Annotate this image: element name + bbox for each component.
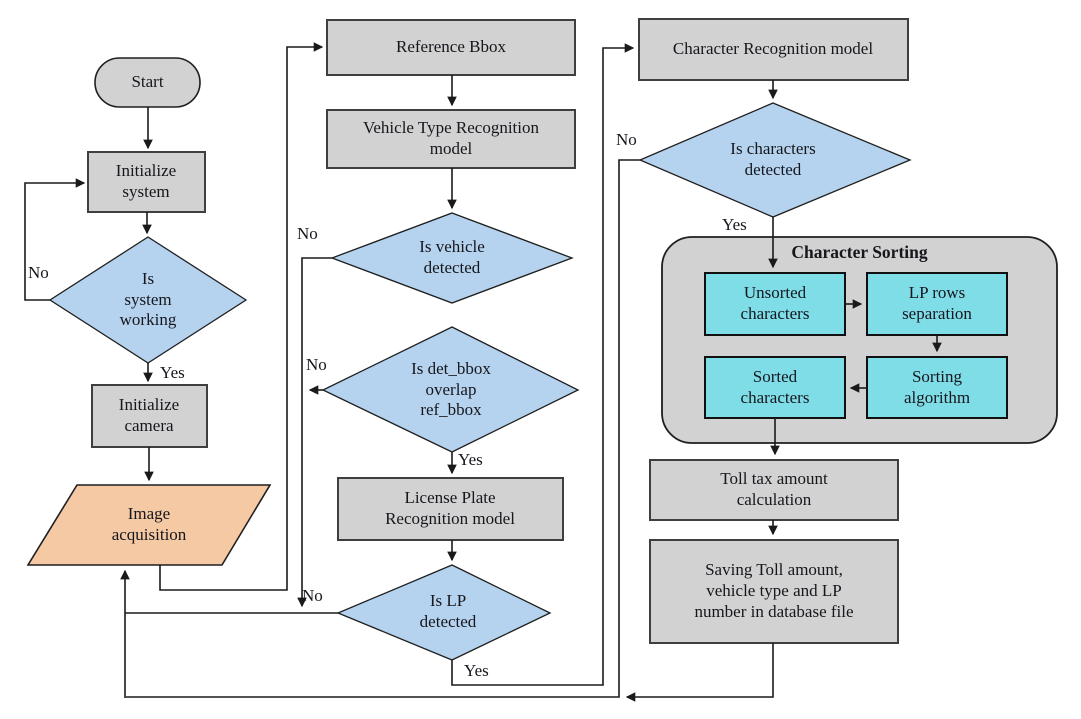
node-is-characters-detected: Is characters detected [730, 139, 816, 179]
node-image-acquisition: Image acquisition [111, 504, 187, 544]
node-reference-bbox: Reference Bbox [396, 37, 506, 57]
edge-label-no-system: No [28, 263, 49, 282]
node-license-plate-model: License Plate Recognition model [385, 488, 515, 528]
sorted-characters-shape [704, 356, 846, 419]
node-start: Start [131, 72, 164, 92]
edge-label-no-lp: No [302, 586, 323, 605]
node-saving-database: Saving Toll amount, vehicle type and LP … [694, 560, 854, 621]
node-lp-rows-separation: LP rows separation [902, 283, 972, 323]
license-plate-model-shape [337, 477, 564, 541]
edge-label-yes-system: Yes [160, 363, 185, 382]
initialize-system-shape [87, 151, 206, 213]
vehicle-type-model-shape [326, 109, 576, 169]
edge-label-no-vehicle: No [297, 224, 318, 243]
initialize-camera-shape [91, 384, 208, 448]
edge-saving-to-return [625, 643, 774, 702]
image-acquisition-shape [26, 484, 272, 566]
node-unsorted-characters: Unsorted characters [740, 283, 810, 323]
node-sorting-algorithm: Sorting algorithm [903, 366, 971, 407]
edge-is-system-working-no-loop [24, 178, 86, 301]
node-is-vehicle-detected: Is vehicle detected [419, 237, 485, 277]
node-is-lp-detected: Is LP detected [419, 591, 477, 631]
edge-label-yes-lp: Yes [464, 661, 489, 680]
sorting-algorithm-shape [866, 356, 1008, 419]
node-character-sorting-title: Character Sorting [791, 242, 928, 263]
node-vehicle-type-model: Vehicle Type Recognition model [362, 118, 539, 158]
node-initialize-camera: Initialize camera [118, 395, 180, 435]
reference-bbox-shape [326, 19, 576, 76]
toll-tax-calculation-shape [649, 459, 899, 521]
node-char-recognition-model: Character Recognition model [672, 39, 874, 59]
lp-rows-separation-shape [866, 272, 1008, 336]
edge-is-lp-detected-yes-loop [451, 43, 635, 686]
edge-image-acquisition-to-reference-bbox [159, 42, 324, 591]
node-sorted-characters: Sorted characters [740, 366, 810, 407]
node-initialize-system: Initialize system [115, 161, 177, 201]
is-vehicle-detected-shape [330, 212, 574, 304]
edge-label-yes-detbbox: Yes [458, 450, 483, 469]
node-is-system-working: Is system working [119, 268, 177, 330]
node-toll-tax-calculation: Toll tax amount calculation [720, 469, 828, 509]
saving-database-shape [649, 539, 899, 644]
edge-label-yes-characters: Yes [722, 215, 747, 234]
edge-label-no-detbbox: No [306, 355, 327, 374]
edge-label-no-characters: No [616, 130, 637, 149]
edge-is-characters-no-loop [126, 159, 640, 698]
edge-is-vehicle-detected-no [297, 257, 332, 608]
node-is-det-bbox-overlap: Is det_bbox overlap ref_bbox [411, 358, 491, 420]
